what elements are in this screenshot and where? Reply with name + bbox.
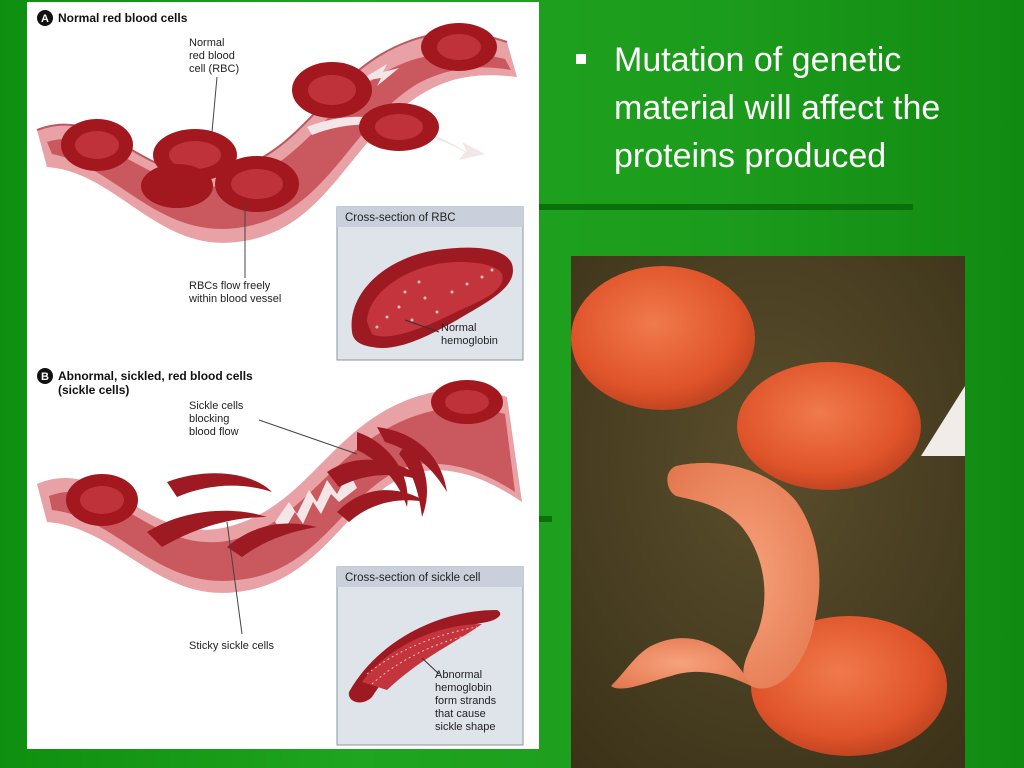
section-a-badge (37, 10, 53, 26)
section-b-title-1: Abnormal, sickled, red blood cells (58, 369, 253, 383)
bullet-list: Mutation of genetic material will affect… (576, 36, 996, 180)
normal-rbc-group (61, 23, 497, 212)
micrograph-image (571, 256, 965, 768)
section-b-letter: B (41, 371, 49, 383)
label-normal-rbc-2: red blood (189, 50, 235, 62)
bullet-text: Mutation of genetic material will affect… (614, 41, 941, 175)
label-flow-2: within blood vessel (188, 293, 281, 305)
inset-a-title: Cross-section of RBC (345, 212, 456, 224)
label-normal-rbc-1: Normal (189, 37, 224, 49)
label-flow-1: RBCs flow freely (189, 280, 271, 292)
sickle-rbc-group (66, 380, 503, 557)
sickle-cell (667, 462, 820, 689)
decorative-stripe-bottom (538, 516, 552, 522)
label-blocking-1: Sickle cells (189, 400, 244, 412)
label-normal-rbc-3: cell (RBC) (189, 63, 239, 75)
cell-fragment (921, 386, 965, 456)
decorative-stripe-top (538, 204, 913, 210)
inset-b-label-3: form strands (435, 695, 497, 707)
inset-b-label-2: hemoglobin (435, 682, 492, 694)
inset-b-label-4: that cause (435, 708, 486, 720)
inset-cross-section-sickle: Cross-section of sickle cell (336, 566, 524, 746)
sickle-cell-diagram: A Normal red blood cells (27, 2, 539, 749)
inset-b-label-5: sickle shape (435, 721, 496, 733)
rbc-top-left (571, 266, 755, 410)
inset-b-title: Cross-section of sickle cell (345, 572, 480, 584)
label-blocking-3: blood flow (189, 426, 239, 438)
inset-cross-section-rbc: Cross-section of RBC (336, 206, 524, 361)
inset-a-label-2: hemoglobin (441, 335, 498, 347)
section-a-title: Normal red blood cells (58, 11, 188, 25)
square-bullet-icon (576, 54, 586, 64)
section-b-badge (37, 368, 53, 384)
sickle-cell-micrograph (571, 256, 965, 768)
section-b-title-2: (sickle cells) (58, 383, 129, 397)
label-sticky-sickle-cells: Sticky sickle cells (189, 640, 274, 652)
section-a-letter: A (41, 13, 49, 25)
sickle-cell-tail (611, 638, 751, 689)
inset-a-label-1: Normal (441, 322, 476, 334)
rbc-middle-right (737, 362, 921, 490)
label-blocking-2: blocking (189, 413, 229, 425)
inset-b-label-1: Abnormal (435, 669, 482, 681)
diagram-illustration: A Normal red blood cells (36, 10, 524, 746)
